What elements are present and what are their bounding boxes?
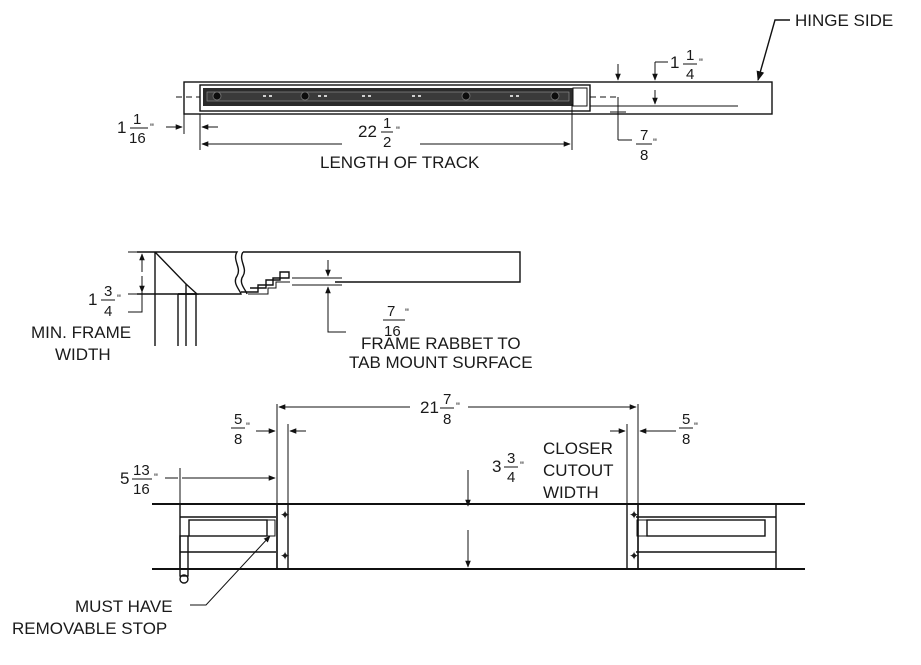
dim-rabbet: 7 16 " bbox=[383, 303, 409, 340]
svg-text:7: 7 bbox=[387, 303, 395, 320]
hinge-side-leader bbox=[756, 19, 790, 81]
min-frame-label-2: WIDTH bbox=[55, 345, 111, 364]
svg-text:": " bbox=[150, 122, 154, 134]
svg-text:": " bbox=[117, 293, 121, 305]
dim-cutout-width: 21 7 8 " bbox=[420, 391, 460, 428]
svg-text:": " bbox=[694, 421, 698, 433]
cutout-elevation-view: ✦ ✦ ✦ ✦ 21 7 8 " 5 8 " bbox=[12, 391, 805, 638]
head-frame bbox=[137, 251, 242, 295]
min-frame-label: MIN. FRAME bbox=[31, 323, 131, 342]
stop-pin-icon bbox=[179, 574, 189, 584]
removable-stop-label: MUST HAVE bbox=[75, 597, 173, 616]
svg-text:": " bbox=[396, 125, 400, 137]
svg-text:": " bbox=[520, 460, 524, 472]
dim-top-depth: 7 8 " bbox=[636, 127, 657, 164]
svg-text:13: 13 bbox=[133, 462, 150, 479]
dim-right-inset: 5 8 " bbox=[679, 411, 698, 448]
frame-section-view: 1 3 4 " MIN. FRAME WIDTH 7 16 " FRAME RA… bbox=[31, 251, 533, 372]
svg-text:22: 22 bbox=[358, 122, 377, 141]
svg-text:4: 4 bbox=[507, 469, 515, 486]
svg-text:3: 3 bbox=[507, 450, 515, 467]
svg-text:✦: ✦ bbox=[280, 508, 290, 522]
removable-stop-leader bbox=[190, 535, 271, 606]
svg-text:5: 5 bbox=[682, 411, 690, 428]
svg-text:7: 7 bbox=[640, 127, 648, 144]
dim-track-offset: 1 1 16 " bbox=[117, 111, 154, 147]
removable-stop-label-2: REMOVABLE STOP bbox=[12, 619, 167, 638]
svg-text:✦: ✦ bbox=[280, 549, 290, 563]
jamb bbox=[154, 251, 187, 346]
dim-min-frame: 1 3 4 " bbox=[88, 283, 121, 320]
dim-top-height: 1 1 4 " bbox=[670, 47, 703, 83]
dim-track-length: 22 1 2 " bbox=[358, 115, 400, 151]
svg-text:4: 4 bbox=[686, 66, 694, 83]
closer-cutout bbox=[276, 503, 639, 570]
svg-text:8: 8 bbox=[640, 147, 648, 164]
svg-text:1: 1 bbox=[383, 115, 391, 132]
svg-text:4: 4 bbox=[104, 303, 112, 320]
svg-text:1: 1 bbox=[670, 53, 679, 72]
svg-text:16: 16 bbox=[133, 481, 150, 498]
svg-text:": " bbox=[405, 307, 409, 319]
svg-text:": " bbox=[154, 472, 158, 484]
svg-text:8: 8 bbox=[682, 431, 690, 448]
svg-text:": " bbox=[246, 421, 250, 433]
svg-text:✦: ✦ bbox=[629, 549, 639, 563]
svg-text:1: 1 bbox=[88, 290, 97, 309]
track-plan-view: HINGE SIDE 1 1 16 " 22 1 2 " LENGTH OF T… bbox=[117, 11, 893, 172]
svg-text:": " bbox=[456, 401, 460, 413]
svg-text:5: 5 bbox=[234, 411, 242, 428]
closer-track bbox=[199, 84, 591, 112]
dim-stop-offset: 5 13 16 " bbox=[120, 462, 158, 498]
svg-text:1: 1 bbox=[133, 111, 141, 128]
svg-text:3: 3 bbox=[492, 457, 501, 476]
svg-text:21: 21 bbox=[420, 398, 439, 417]
svg-text:1: 1 bbox=[117, 118, 126, 137]
svg-text:3: 3 bbox=[104, 283, 112, 300]
svg-text:8: 8 bbox=[443, 411, 451, 428]
svg-text:16: 16 bbox=[129, 130, 146, 147]
frame-rabbet-label: FRAME RABBET TO bbox=[361, 334, 521, 353]
dim-cutout-depth: 3 3 4 " bbox=[492, 450, 524, 486]
closer-cutout-label-3: WIDTH bbox=[543, 483, 599, 502]
frame-rabbet-label-2: TAB MOUNT SURFACE bbox=[349, 353, 533, 372]
left-stop bbox=[188, 519, 268, 537]
svg-text:1: 1 bbox=[686, 47, 694, 64]
tab-mount bbox=[241, 271, 290, 293]
closer-cutout-label-2: CUTOUT bbox=[543, 461, 614, 480]
right-stop bbox=[646, 519, 766, 537]
door-edge-outline bbox=[183, 81, 773, 115]
dim-left-inset: 5 8 " bbox=[231, 411, 250, 448]
hinge-side-label: HINGE SIDE bbox=[795, 11, 893, 30]
svg-text:": " bbox=[653, 137, 657, 149]
svg-text:2: 2 bbox=[383, 134, 391, 151]
svg-text:5: 5 bbox=[120, 469, 129, 488]
svg-text:7: 7 bbox=[443, 391, 451, 408]
svg-text:16: 16 bbox=[384, 323, 401, 340]
length-of-track-label: LENGTH OF TRACK bbox=[320, 153, 480, 172]
closer-cutout-label: CLOSER bbox=[543, 439, 613, 458]
svg-text:": " bbox=[699, 57, 703, 69]
svg-text:8: 8 bbox=[234, 431, 242, 448]
svg-text:✦: ✦ bbox=[629, 508, 639, 522]
